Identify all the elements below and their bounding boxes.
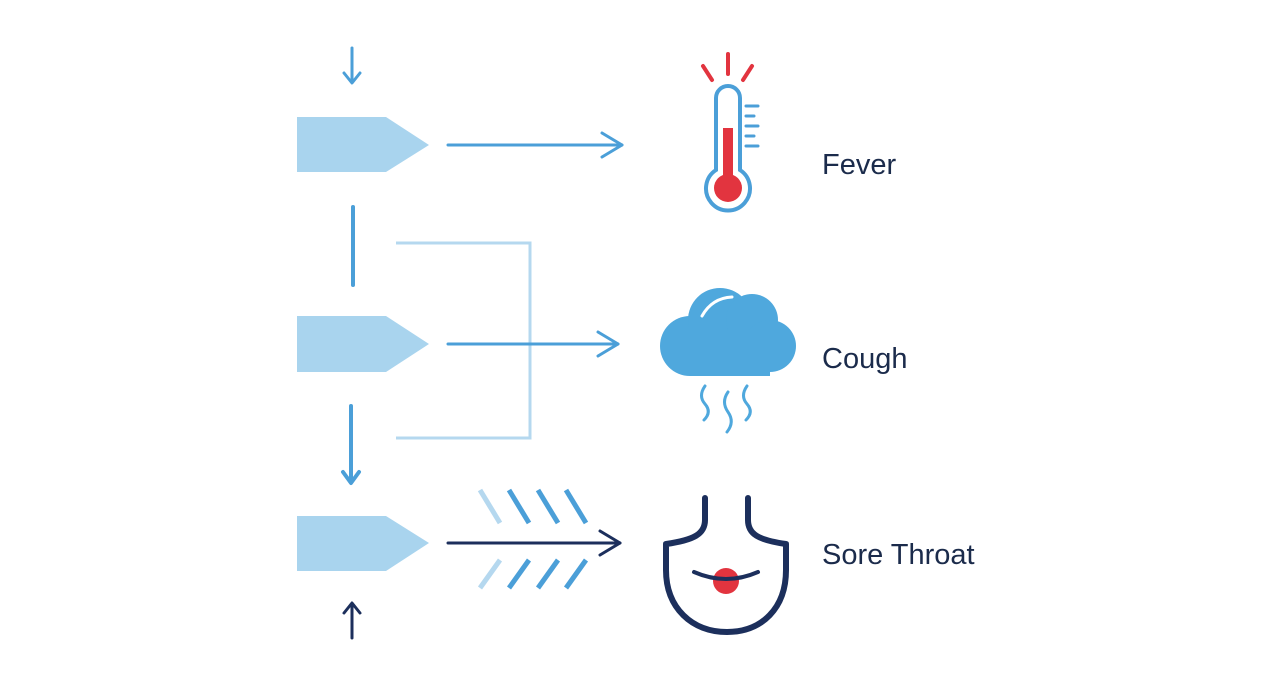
symptom-label-sore-throat: Sore Throat — [822, 539, 975, 571]
bracket-connector — [396, 241, 532, 440]
process-shape-2 — [297, 316, 429, 372]
process-shape-1 — [297, 117, 429, 172]
arrow-to-cough — [446, 330, 620, 358]
mid-down-arrow — [341, 404, 361, 485]
symptom-label-cough: Cough — [822, 343, 908, 375]
arrow-to-sore-throat — [446, 529, 622, 557]
top-down-arrow — [342, 46, 362, 85]
cloud-icon — [660, 288, 796, 434]
throat-icon — [663, 495, 789, 635]
process-shape-3 — [297, 516, 429, 571]
streak-chevrons — [477, 488, 589, 590]
bottom-up-arrow — [342, 601, 362, 640]
symptom-label-fever: Fever — [822, 149, 897, 181]
thermometer-icon — [701, 52, 760, 213]
arrow-to-fever — [446, 131, 624, 159]
